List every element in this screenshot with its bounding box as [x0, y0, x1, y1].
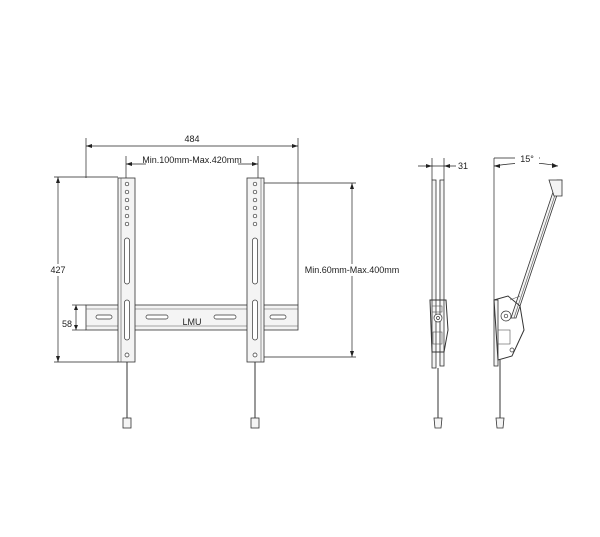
- side-view-tilted: 15°: [493, 153, 563, 429]
- tilted-bolt: [509, 347, 515, 353]
- left-arm-hole-2: [124, 189, 130, 195]
- left-pull-tab: [122, 417, 132, 429]
- side-pull-tab: [433, 417, 443, 429]
- side-view-flat: 31: [418, 158, 468, 429]
- vesa-vertical-label: Min.60mm-Max.400mm: [305, 265, 400, 275]
- tilt-angle-label: 15°: [520, 154, 534, 164]
- right-arm-hole-4: [252, 205, 258, 211]
- arrow-left: [126, 162, 132, 166]
- label-background: [146, 154, 238, 165]
- arrow-left: [86, 144, 92, 148]
- side-pivot-center: [436, 316, 440, 320]
- wall-rail-slot-3: [213, 314, 237, 320]
- side-bracket: [429, 299, 449, 353]
- arrow-top: [74, 305, 78, 310]
- rail-height-label: 58: [62, 319, 72, 329]
- rail-height-dimension: 58: [62, 304, 86, 331]
- overall-height-dimension: 427: [48, 176, 118, 363]
- arrow-right: [552, 163, 558, 168]
- side-lock: [432, 331, 443, 345]
- tilted-bracket: [493, 295, 525, 361]
- left-arm-hole-3: [124, 197, 130, 203]
- right-arm-hole-5: [252, 213, 258, 219]
- overall-width-dimension: 484: [85, 134, 299, 305]
- tilt-angle-dimension: 15°: [493, 153, 559, 300]
- tilted-arm-top-cap: [548, 179, 563, 197]
- right-arm-hole-3: [252, 197, 258, 203]
- left-vertical-arm: [117, 177, 136, 429]
- label-background: [48, 264, 68, 276]
- tilted-pull-tab: [495, 417, 505, 429]
- wall-rail-slot-1: [95, 314, 113, 320]
- left-arm-hole-6: [124, 221, 130, 227]
- side-wall-plate: [431, 179, 437, 369]
- label-background: [515, 153, 539, 164]
- label-background: [308, 264, 396, 276]
- tilted-pivot-center: [503, 313, 509, 319]
- right-arm-hole-2: [252, 189, 258, 195]
- arrow-bottom: [74, 325, 78, 330]
- arrow-left: [494, 164, 500, 168]
- right-arm-slot-upper: [252, 237, 258, 285]
- right-vertical-arm: [246, 177, 265, 429]
- right-arm-hole-1: [252, 181, 258, 187]
- overall-width-label: 484: [184, 134, 199, 144]
- arrow-right: [292, 144, 298, 148]
- wall-rail-slot-2: [145, 314, 169, 320]
- left-arm-hole-5: [124, 213, 130, 219]
- vesa-horizontal-label: Min.100mm-Max.420mm: [142, 155, 242, 165]
- right-pull-tab: [250, 417, 260, 429]
- overall-height-label: 427: [50, 265, 65, 275]
- vesa-vertical-dimension: Min.60mm-Max.400mm: [262, 182, 400, 358]
- depth-label: 31: [458, 161, 468, 171]
- arrow-top: [350, 183, 354, 189]
- arrow-top: [56, 177, 60, 183]
- left-arm-hole-bottom: [124, 352, 130, 358]
- tilted-lock: [497, 329, 511, 345]
- tilted-arm-inner: [513, 179, 561, 319]
- right-arm-hole-6: [252, 221, 258, 227]
- depth-dimension: 31: [418, 158, 468, 180]
- arrow-bottom: [350, 351, 354, 357]
- arrow-right: [252, 162, 258, 166]
- rail-logo: LMU: [182, 317, 201, 327]
- vesa-horizontal-dimension: Min.100mm-Max.420mm: [125, 154, 259, 178]
- side-arm: [439, 179, 445, 367]
- arrow-right: [444, 164, 450, 168]
- left-arm-slot-upper: [124, 237, 130, 285]
- arrow-bottom: [56, 356, 60, 362]
- side-latch: [431, 305, 443, 313]
- tilted-link: [509, 295, 521, 301]
- left-arm-hole-1: [124, 181, 130, 187]
- right-arm-hole-bottom: [252, 352, 258, 358]
- arrow-left: [426, 164, 432, 168]
- right-arm-slot-lower: [252, 299, 258, 341]
- left-arm-slot-lower: [124, 299, 130, 341]
- left-arm-hole-4: [124, 205, 130, 211]
- wall-rail-slot-4: [269, 314, 287, 320]
- tilted-arm: [510, 179, 563, 319]
- front-view: 484 Min.100mm-Max.420mm 427: [48, 134, 400, 429]
